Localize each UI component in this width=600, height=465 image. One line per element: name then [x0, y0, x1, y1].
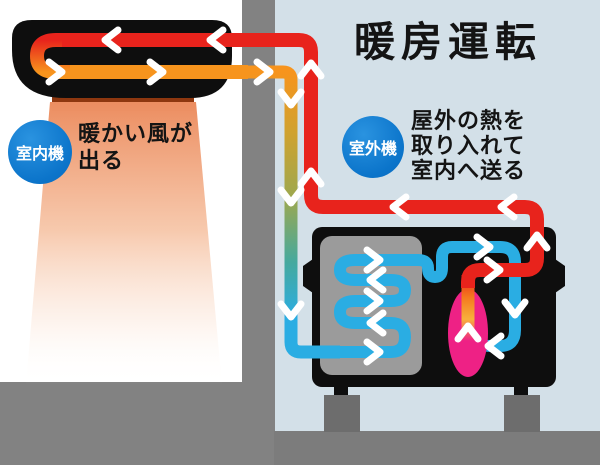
flow-arrow-up: [454, 322, 482, 343]
pipe-hot-red: [62, 33, 544, 289]
outdoor-unit-foot-right: [504, 395, 540, 432]
flow-arrow-right: [363, 338, 384, 366]
indoor-floor: [0, 382, 275, 465]
flow-arrow-right: [253, 58, 274, 86]
outdoor-unit-bracket-left: [303, 259, 313, 293]
outdoor-caption-line3: 室内へ送る: [411, 158, 527, 183]
flow-arrow-right: [45, 58, 66, 86]
outdoor-caption-line2: 取り入れて: [411, 133, 526, 158]
indoor-unit-badge: 室内機: [8, 120, 72, 184]
flow-arrow-left: [484, 332, 505, 360]
pipe-cooling-gradient: [238, 65, 340, 359]
indoor-unit-badge-label: 室内機: [15, 146, 64, 163]
outdoor-unit-leg-left: [334, 385, 348, 397]
flow-arrow-down: [277, 186, 305, 207]
page-title: 暖房運転: [354, 19, 542, 65]
outdoor-ground: [274, 431, 600, 465]
outdoor-unit-badge-label: 室外機: [348, 141, 397, 158]
flow-arrow-down: [277, 300, 305, 321]
indoor-caption-line2: 出る: [78, 148, 125, 173]
indoor-unit: [12, 20, 232, 98]
flow-arrow-left: [366, 266, 387, 294]
warm-air-flow: [26, 102, 222, 385]
flow-arrow-up: [297, 59, 325, 80]
outdoor-caption: 屋外の熱を 取り入れて 室内へ送る: [411, 108, 526, 183]
outdoor-unit-badge: 室外機: [342, 116, 404, 178]
flow-arrow-right: [483, 256, 504, 284]
pipe-indoor-uturn: [29, 33, 70, 79]
flow-arrow-right: [473, 233, 494, 261]
flow-arrow-down: [277, 88, 305, 109]
flow-arrow-right: [146, 58, 167, 86]
outdoor-unit-bracket-right: [555, 259, 565, 293]
flow-arrow-up: [297, 167, 325, 188]
outdoor-unit-leg-right: [514, 385, 528, 397]
flow-arrow-left: [389, 193, 410, 221]
pipe-cold-blue: [303, 241, 521, 358]
flow-arrow-left: [206, 26, 227, 54]
flow-arrow-right: [363, 287, 384, 315]
flow-arrow-up: [523, 231, 551, 252]
flow-arrow-left: [366, 309, 387, 337]
outdoor-caption-line1: 屋外の熱を: [411, 108, 527, 133]
flow-arrow-left: [101, 26, 122, 54]
flow-arrow-left: [497, 193, 518, 221]
flow-arrow-right: [363, 246, 384, 274]
outdoor-unit-foot-left: [324, 395, 360, 432]
indoor-caption: 暖かい風が 出る: [78, 120, 193, 174]
flow-arrow-down: [501, 298, 529, 319]
flow-arrows: [45, 26, 551, 366]
indoor-caption-line1: 暖かい風が: [78, 121, 194, 146]
